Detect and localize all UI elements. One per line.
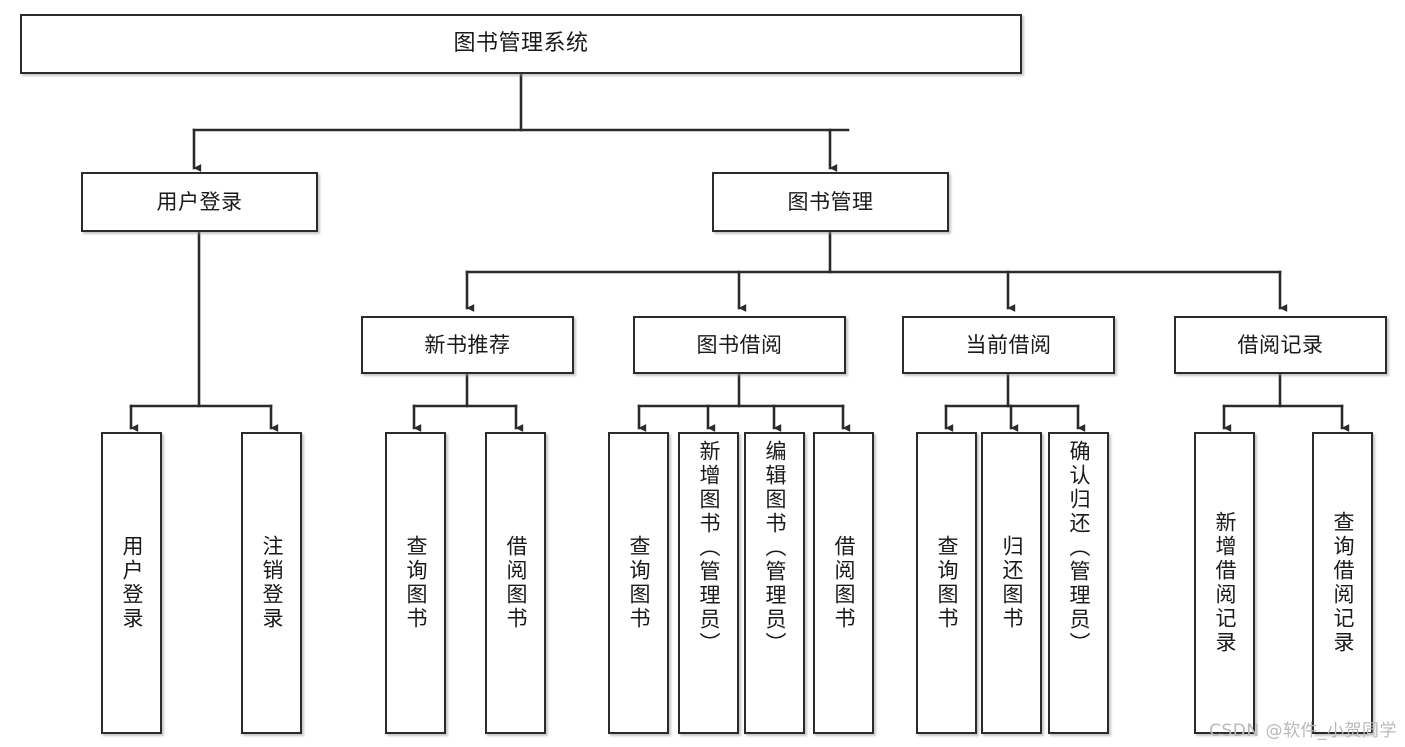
node-leaf-query-book-2[interactable]: 查询图书 [608, 432, 669, 734]
node-current-borrow[interactable]: 当前借阅 [902, 316, 1115, 374]
node-root-label: 图书管理系统 [453, 31, 589, 57]
node-leaf-borrow-book-1[interactable]: 借阅图书 [485, 432, 546, 734]
node-leaf-return-book[interactable]: 归还图书 [981, 432, 1042, 734]
node-leaf-query-book-1-label: 查询图书 [404, 535, 428, 631]
node-leaf-user-login-label: 用户登录 [120, 535, 144, 631]
node-book-manage-label: 图书管理 [787, 189, 874, 214]
node-new-book-recommend-label: 新书推荐 [424, 332, 511, 357]
node-leaf-logout[interactable]: 注销登录 [241, 432, 302, 734]
node-book-manage[interactable]: 图书管理 [712, 172, 949, 232]
node-borrow-record[interactable]: 借阅记录 [1174, 316, 1387, 374]
watermark-text: CSDN @软件_小贺同学 [1209, 721, 1397, 741]
node-leaf-logout-label: 注销登录 [260, 535, 284, 631]
node-leaf-borrow-book-2[interactable]: 借阅图书 [813, 432, 874, 734]
node-book-borrow-label: 图书借阅 [696, 332, 783, 357]
node-user-login[interactable]: 用户登录 [81, 172, 318, 232]
node-leaf-query-record-label: 查询借阅记录 [1331, 511, 1355, 655]
node-leaf-add-record[interactable]: 新增借阅记录 [1194, 432, 1255, 734]
node-leaf-edit-book-label: 编辑图书（管理员） [763, 440, 787, 656]
node-book-borrow[interactable]: 图书借阅 [633, 316, 846, 374]
node-current-borrow-label: 当前借阅 [965, 332, 1052, 357]
node-leaf-query-book-3[interactable]: 查询图书 [916, 432, 977, 734]
node-leaf-edit-book[interactable]: 编辑图书（管理员） [744, 432, 805, 734]
node-leaf-add-book[interactable]: 新增图书（管理员） [678, 432, 739, 734]
node-borrow-record-label: 借阅记录 [1237, 332, 1324, 357]
node-leaf-borrow-book-1-label: 借阅图书 [504, 535, 528, 631]
node-leaf-confirm-return[interactable]: 确认归还（管理员） [1048, 432, 1109, 734]
node-new-book-recommend[interactable]: 新书推荐 [361, 316, 574, 374]
node-leaf-borrow-book-2-label: 借阅图书 [832, 535, 856, 631]
node-root[interactable]: 图书管理系统 [20, 14, 1022, 74]
node-leaf-query-record[interactable]: 查询借阅记录 [1312, 432, 1373, 734]
node-leaf-query-book-3-label: 查询图书 [935, 535, 959, 631]
node-user-login-label: 用户登录 [156, 189, 243, 214]
node-leaf-confirm-return-label: 确认归还（管理员） [1067, 440, 1091, 656]
node-leaf-query-book-2-label: 查询图书 [627, 535, 651, 631]
node-leaf-add-book-label: 新增图书（管理员） [697, 440, 721, 656]
node-leaf-query-book-1[interactable]: 查询图书 [385, 432, 446, 734]
node-leaf-add-record-label: 新增借阅记录 [1213, 511, 1237, 655]
node-leaf-return-book-label: 归还图书 [1000, 535, 1024, 631]
node-leaf-user-login[interactable]: 用户登录 [101, 432, 162, 734]
